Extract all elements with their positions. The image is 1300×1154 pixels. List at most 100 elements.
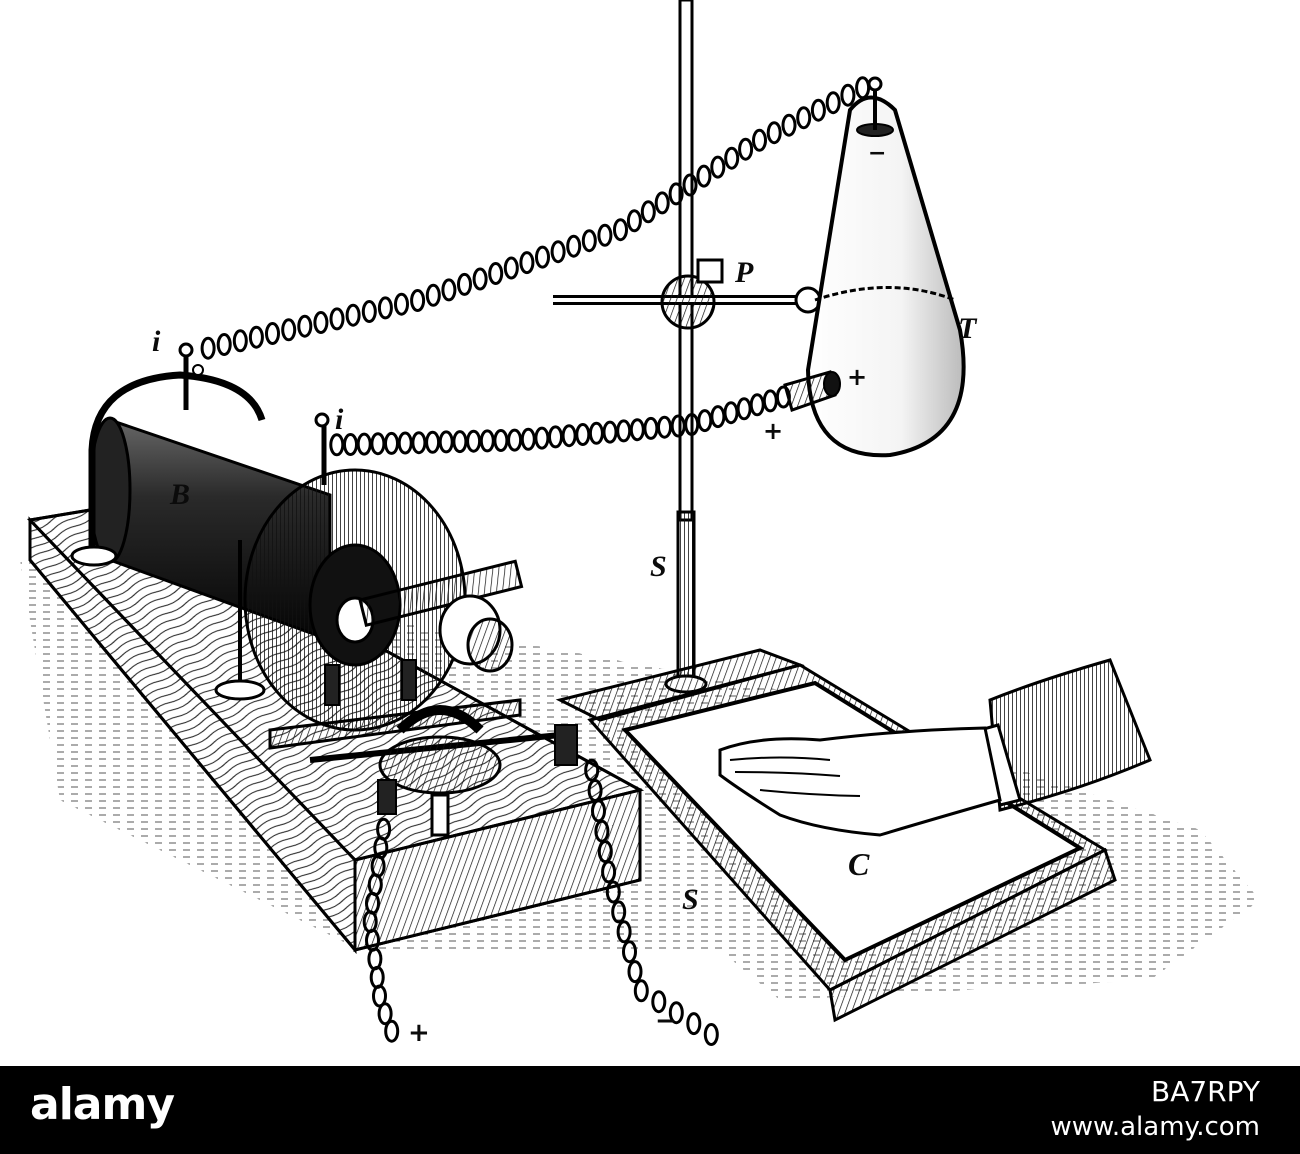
wire-coil-loop: [457, 272, 472, 296]
wire-coil-loop: [370, 432, 386, 456]
wire-coil-loop: [781, 113, 797, 137]
wire-coil-loop: [738, 137, 754, 161]
wire-coil-loop: [265, 322, 280, 345]
wire-coil-loop: [752, 128, 767, 152]
wire-coil-loop: [329, 433, 345, 457]
wire-coil-loop: [441, 278, 457, 302]
wire-coil-loop: [216, 333, 232, 356]
wire-coil-loop: [696, 164, 712, 188]
label-plate-c: C: [848, 846, 870, 882]
wire-coil-loop: [613, 218, 628, 242]
arched-bracket: [88, 371, 266, 560]
wire-coil-loop: [616, 419, 632, 443]
wire-coil-loop: [313, 311, 329, 334]
label-stand-s: S: [650, 550, 667, 583]
wire-coil-loop: [796, 106, 812, 130]
wire-coil-loop: [629, 418, 645, 442]
wire-coil-loop: [575, 423, 591, 446]
sign-lead-minus: −: [655, 1006, 677, 1036]
wire-coil-loop: [561, 424, 577, 448]
wire-coil-loop: [503, 256, 519, 280]
wire-coil-loop: [682, 173, 698, 197]
wire-coil-loop: [601, 860, 617, 884]
wire-coil-loop: [281, 318, 297, 342]
wire-coil-loop: [519, 251, 535, 275]
sign-lead-plus: +: [408, 1018, 430, 1048]
wire-coil-loop: [200, 336, 216, 360]
wire-coil-loop: [425, 283, 441, 307]
wire-coil-loop: [651, 990, 667, 1014]
wire-coil-loop: [548, 425, 563, 449]
sign-anode-plus: +: [847, 363, 868, 391]
wire-coil-loop: [397, 431, 413, 455]
wire-coil-loop: [762, 389, 778, 413]
label-terminal-i-lower: i: [335, 403, 344, 436]
wire-coil-loop: [597, 223, 613, 247]
disc-foot: [214, 679, 266, 701]
wire-coil-loop: [534, 426, 550, 450]
wire-coil-loop: [248, 325, 264, 349]
watermark-id-block: BA7RPY www.alamy.com: [1050, 1075, 1260, 1141]
wire-coil-loop: [697, 409, 713, 433]
wire-coil-loop: [507, 428, 523, 452]
wire-coil-loop: [410, 289, 426, 312]
hand-and-sleeve: [718, 658, 1152, 837]
terminal-upper: [178, 342, 204, 410]
wire-coil-loop: [710, 405, 726, 429]
watermark-footer-bar: [0, 1066, 1300, 1154]
wire-coil-loop: [425, 430, 441, 454]
wire-coil-loop: [684, 413, 700, 436]
wire-coil-loop: [384, 1019, 400, 1043]
wire-coil-loop: [411, 431, 427, 455]
bracket-foot: [70, 545, 118, 567]
wire-coil-loop: [479, 429, 495, 453]
induction-coil-engraving: [20, 0, 1260, 1046]
retort-stand: [555, 0, 805, 722]
wire-coil-loop: [535, 245, 550, 269]
wire-coil-loop: [356, 432, 372, 456]
label-coil-b: B: [170, 478, 191, 511]
wire-coil-loop: [643, 416, 659, 440]
wire-coil-loop: [550, 240, 566, 264]
lower-coiled-wire: [329, 385, 791, 457]
wire-coil-loop: [810, 98, 826, 122]
wire-coil-loop: [594, 819, 610, 843]
sign-wire-plus: +: [763, 417, 784, 445]
wire-coil-loop: [384, 431, 399, 455]
wire-coil-loop: [670, 414, 686, 438]
wire-coil-loop: [749, 393, 765, 417]
wire-coil-loop: [377, 296, 393, 320]
upper-coiled-wire: [200, 76, 871, 360]
wire-coil-loop: [622, 940, 637, 964]
sign-cathode-minus: −: [868, 141, 887, 166]
wire-coil-loop: [587, 779, 603, 802]
wire-coil-loop: [361, 300, 377, 323]
interrupter-mechanism: [268, 559, 578, 837]
wire-coil-loop: [616, 920, 632, 944]
wire-coil-loop: [633, 979, 649, 1003]
wire-coil-loop: [343, 433, 358, 456]
wire-coil-loop: [466, 429, 482, 453]
wire-coil-loop: [602, 420, 618, 444]
wire-coil-loop: [855, 76, 871, 100]
terminal-lower: [314, 412, 330, 485]
wire-coil-loop: [840, 83, 856, 107]
wire-coil-loop: [472, 267, 488, 291]
wire-coil-loop: [369, 965, 385, 989]
wire-coil-loop: [775, 385, 791, 409]
wire-coil-loop: [377, 1002, 393, 1026]
wire-coil-loop: [438, 430, 454, 454]
wire-coil-loop: [654, 191, 670, 215]
wire-coil-loop: [686, 1012, 702, 1036]
wire-coil-loop: [329, 307, 345, 331]
wire-coil-loop: [766, 121, 782, 145]
wire-coil-loop: [657, 415, 672, 439]
wire-coil-loop: [566, 234, 582, 258]
wire-coil-loop: [581, 229, 597, 253]
label-clamp-p: P: [735, 256, 754, 289]
wire-coil-loop: [367, 947, 383, 971]
wire-coil-loop: [736, 397, 752, 421]
image-id: BA7RPY: [1150, 1075, 1260, 1108]
wire-coil-loop: [345, 303, 361, 327]
